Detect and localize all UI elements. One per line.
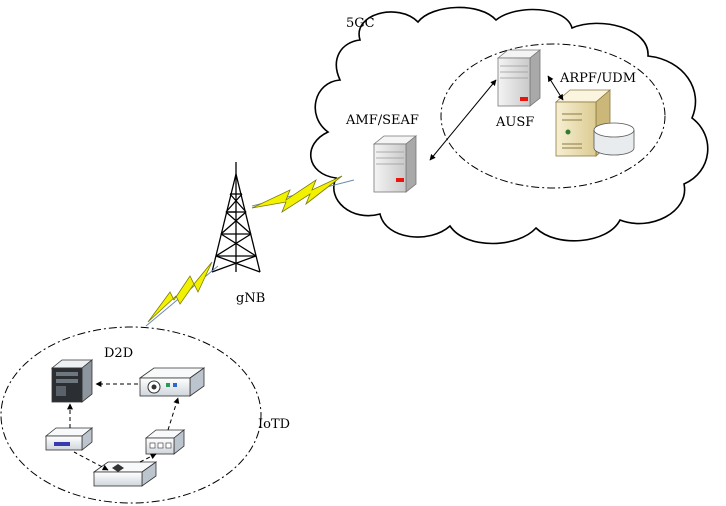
iotd-group-boundary [0,326,262,504]
database-server-icon [554,89,635,157]
server-tower-icon [496,49,542,107]
d2d-label: D2D [104,346,133,361]
server-tower-icon [372,135,418,193]
cell-tower-icon [211,162,261,273]
switch-icon [144,429,186,455]
lightning-bolt-icon [251,175,343,214]
amf-label: AMF/SEAF [345,113,419,128]
hub-icon [92,461,158,487]
arpf-label: ARPF/UDM [559,71,636,86]
iotd-label: IoTD [258,417,290,432]
core-label: 5GC [346,16,375,31]
desktop-tower-icon [50,359,94,403]
projector-icon [138,367,206,397]
router-icon [44,427,94,451]
lightning-bolt-icon [147,261,213,323]
hub-to-switch-arrow [139,453,157,463]
ausf-arpf-link [547,75,564,101]
ausf-label: AUSF [495,115,534,130]
gnb-label: gNB [236,291,265,306]
switch-to-projector-arrow [167,397,180,431]
amf-ausf-link [429,79,497,161]
